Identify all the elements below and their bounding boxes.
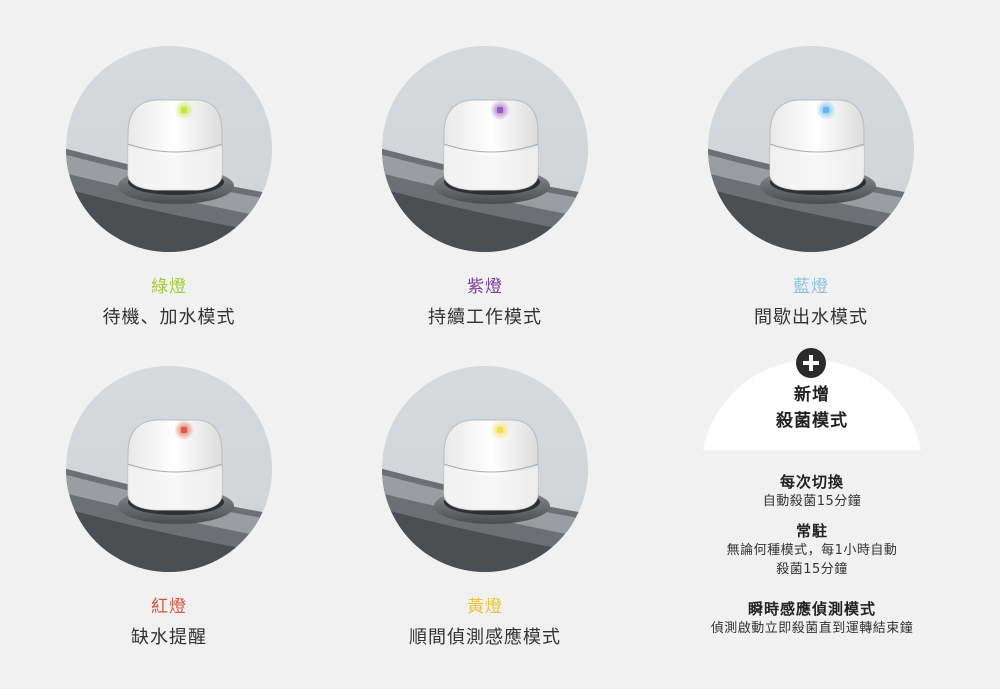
dispenser-seam (127, 143, 223, 153)
device-image-red (66, 366, 272, 572)
device-image-yellow (382, 366, 588, 572)
light-name: 綠燈 (151, 277, 187, 297)
light-name: 藍燈 (793, 277, 829, 297)
light-mode-description: 間歇出水模式 (754, 307, 868, 328)
dispenser-lower (444, 146, 538, 190)
light-item-blue: 藍燈 間歇出水模式 (701, 46, 921, 330)
light-name: 紅燈 (151, 597, 187, 617)
light-mode-description: 持續工作模式 (428, 307, 542, 328)
light-item-purple: 紫燈 持續工作模式 (375, 46, 595, 330)
bowl-shadow (66, 508, 272, 572)
note-section: 瞬時感應偵測模式 偵測啟動立即殺菌直到運轉結束鐘 (701, 599, 923, 638)
dispenser-seam (443, 143, 539, 153)
led-light (181, 107, 187, 113)
dispenser-lower (444, 466, 538, 510)
light-item-green: 綠燈 待機、加水模式 (59, 46, 279, 330)
bowl-shadow (382, 508, 588, 572)
note-text: 無論何種模式，每1小時自動 (726, 543, 898, 558)
led-light (823, 107, 829, 113)
note-section: 每次切換 自動殺菌15分鐘 (701, 472, 923, 511)
new-mode-line2: 殺菌模式 (776, 411, 848, 431)
device-image-purple (382, 46, 588, 252)
led-light (497, 107, 503, 113)
bowl-shadow (708, 188, 914, 252)
bowl-shadow (382, 188, 588, 252)
dispenser-lower (770, 146, 864, 190)
dispenser-seam (769, 143, 865, 153)
note-title: 瞬時感應偵測模式 (747, 600, 876, 618)
note-text: 偵測啟動立即殺菌直到運轉結束鐘 (710, 621, 914, 636)
note-section: 常駐 無論何種模式，每1小時自動 殺菌15分鐘 (701, 521, 923, 579)
led-light (497, 427, 503, 433)
device-image-blue (708, 46, 914, 252)
note-text: 殺菌15分鐘 (776, 562, 848, 577)
note-text: 自動殺菌15分鐘 (762, 494, 862, 509)
light-mode-description: 缺水提醒 (131, 627, 207, 648)
led-light (181, 427, 187, 433)
device-image-green (66, 46, 272, 252)
dispenser-lower (128, 146, 222, 190)
note-title: 每次切換 (779, 473, 844, 491)
bowl-shadow (66, 188, 272, 252)
light-mode-description: 順間偵測感應模式 (409, 627, 561, 648)
new-mode-line1: 新增 (794, 385, 830, 405)
light-item-yellow: 黃燈 順間偵測感應模式 (375, 366, 595, 650)
new-mode-badge: 新增 殺菌模式 (701, 340, 923, 450)
plus-icon (796, 348, 826, 378)
dispenser-lower (128, 466, 222, 510)
light-name: 紫燈 (467, 277, 503, 297)
light-mode-description: 待機、加水模式 (102, 307, 236, 328)
new-sterilize-mode-panel: 新增 殺菌模式 每次切換 自動殺菌15分鐘 常駐 無論何種模式，每1小時自動 殺… (701, 340, 923, 638)
dispenser-seam (443, 463, 539, 473)
dispenser-seam (127, 463, 223, 473)
light-name: 黃燈 (467, 597, 503, 617)
light-item-red: 紅燈 缺水提醒 (59, 366, 279, 650)
note-title: 常駐 (795, 522, 828, 540)
